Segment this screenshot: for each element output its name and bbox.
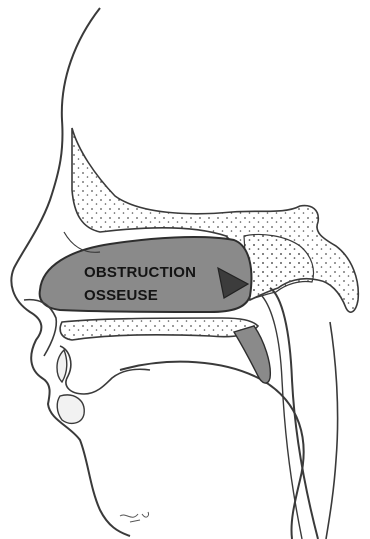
- artist-signature: [120, 512, 149, 522]
- obstruction-label-line-1: OBSTRUCTION: [84, 264, 196, 281]
- tooth: [57, 350, 67, 382]
- obstruction-label-line-2: OSSEUSE: [84, 287, 158, 304]
- hard-palate: [60, 318, 258, 340]
- pharynx-wall: [270, 288, 318, 539]
- lower-lip: [57, 395, 84, 423]
- tongue-curve: [120, 362, 304, 539]
- skull-posterior: [326, 322, 338, 539]
- upper-lip: [60, 346, 150, 394]
